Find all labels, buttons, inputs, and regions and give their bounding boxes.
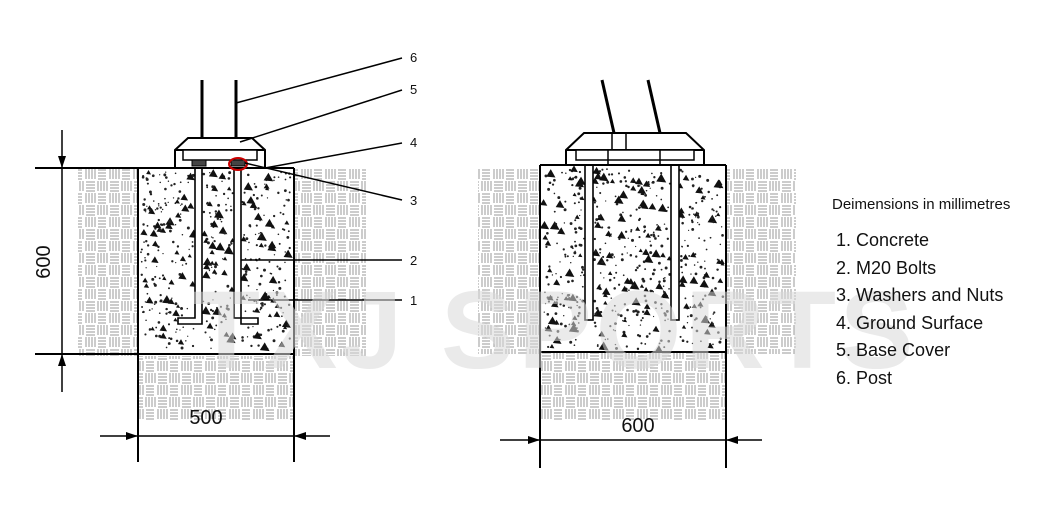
callout-numbers: 6 5 4 3 2 1 xyxy=(410,50,417,308)
width-label-front: 600 xyxy=(621,415,654,437)
bolt-left xyxy=(177,168,203,325)
concrete-speckles-front xyxy=(539,165,725,352)
legend-item: 2. M20 Bolts xyxy=(836,257,937,278)
soil-below-front xyxy=(540,352,726,420)
post xyxy=(200,80,238,138)
post-front xyxy=(600,79,662,134)
width-label-side: 500 xyxy=(189,407,222,429)
legend-item: 6. Post xyxy=(836,367,893,388)
soil-right-front xyxy=(726,168,796,354)
callout-2: 2 xyxy=(410,253,417,268)
watermark: TXJ SPORTS xyxy=(193,269,918,392)
legend-item: 5. Base Cover xyxy=(836,340,951,360)
legend-item: 4. Ground Surface xyxy=(836,312,984,333)
depth-label: 600 xyxy=(33,245,55,278)
width-dimension-front xyxy=(500,436,762,444)
bolt-right xyxy=(233,168,259,325)
callout-leaders xyxy=(235,57,403,301)
legend-title: Deimensions in millimetres xyxy=(832,196,1011,213)
callout-6: 6 xyxy=(410,50,417,65)
callout-1: 1 xyxy=(410,293,417,308)
width-dimension-side xyxy=(100,432,330,440)
concrete-block-front xyxy=(540,165,726,352)
callout-5: 5 xyxy=(410,82,417,97)
callout-3: 3 xyxy=(410,193,417,208)
callout-4: 4 xyxy=(410,135,417,150)
depth-dimension xyxy=(58,130,66,392)
legend-list: 1. Concrete 2. M20 Bolts 3. Washers and … xyxy=(832,227,1052,392)
legend-panel: Deimensions in millimetres 1. Concrete 2… xyxy=(832,196,1052,392)
soil-left xyxy=(78,168,138,356)
soil-right xyxy=(294,168,366,356)
concrete-speckles xyxy=(140,169,293,352)
soil-left-front xyxy=(478,168,540,354)
side-view xyxy=(35,57,403,462)
front-view xyxy=(478,79,796,468)
soil-below xyxy=(138,356,294,420)
legend-item: 3. Washers and Nuts xyxy=(836,285,1004,305)
concrete-block xyxy=(138,168,294,354)
legend-item: 1. Concrete xyxy=(836,230,930,250)
